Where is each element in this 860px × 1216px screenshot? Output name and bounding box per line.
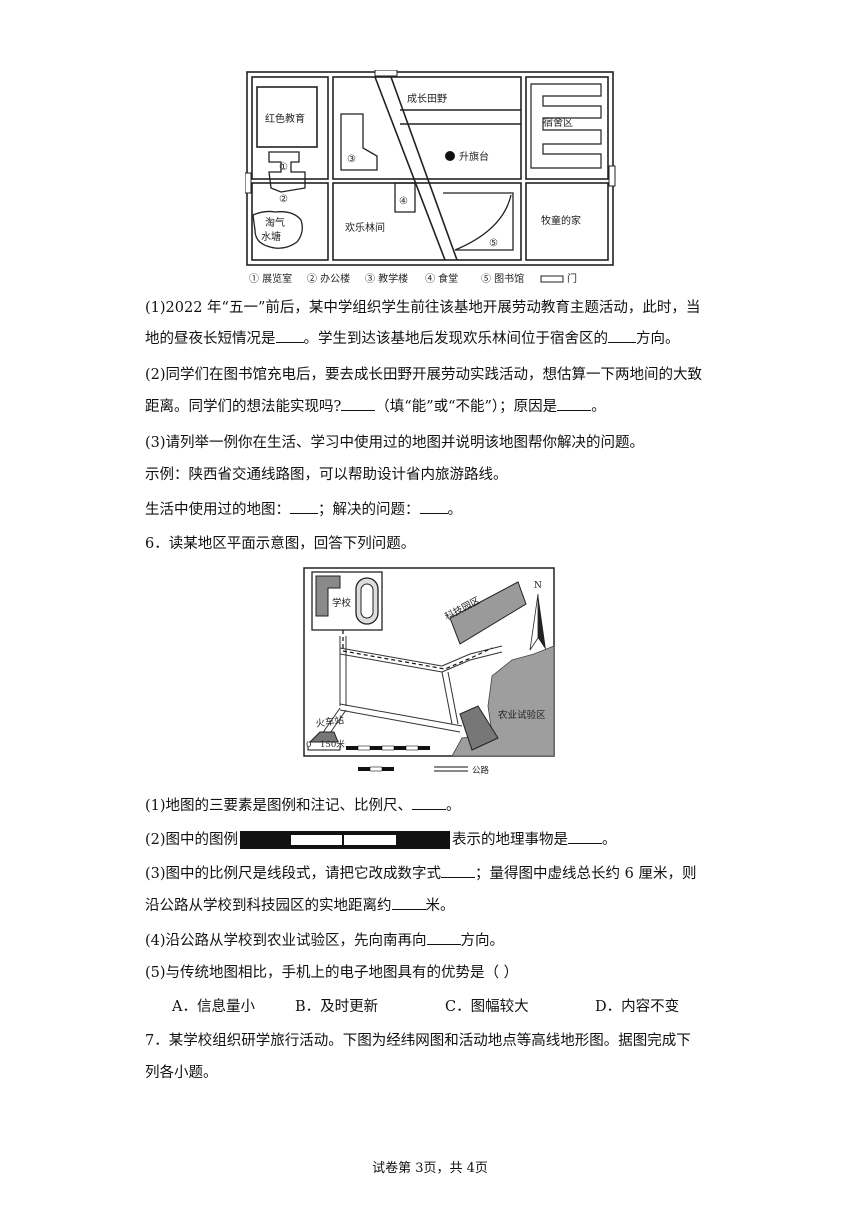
q6-title: 6．读某地区平面示意图，回答下列问题。 [145,536,416,552]
legend-teaching: ③ 教学楼 [365,272,408,285]
q6-p4-post: 方向。 [460,933,505,949]
q6-p2-post: 表示的地理事物是 [452,832,569,848]
q5-p1-post: 方向。 [636,331,680,347]
q5-life-pre: 生活中使用过的地图： [145,502,290,518]
legend-canteen: ④ 食堂 [425,272,458,285]
label-growth-field: 成长田野 [407,93,447,105]
q6-p2-end: 。 [602,832,617,848]
q5-life-map: 生活中使用过的地图： ；解决的问题： 。 [145,499,462,520]
q6-p1-pre: (1)地图的三要素是图例和注记、比例尺、 [145,798,413,814]
q6-p3b-post: 米。 [425,898,455,914]
option-c[interactable]: C．图幅较大 [445,999,529,1015]
q6-p4-pre: (4)沿公路从学校到农业试验区，先向南再向 [145,933,427,949]
q5-part2-line2: 距离。同学们的想法能实现吗? （填“能”或“不能”）；原因是 。 [145,396,606,417]
q6-part3-line1: (3)图中的比例尺是线段式，请把它改成数字式 ；量得图中虚线总长约 6 厘米，则 [145,863,697,884]
legend-library: ⑤ 图书馆 [481,272,524,285]
north-label: N [534,581,542,591]
legend-office: ② 办公楼 [307,272,350,285]
q5-p2-post: 。 [591,399,606,415]
q5-part3: (3)请列举一例你在生活、学习中使用过的地图并说明该地图帮你解决的问题。 [145,435,645,451]
marker-1: ① [279,162,288,173]
q5-p1-pre: 地的昼夜长短情况是 [145,331,276,347]
q6-part4: (4)沿公路从学校到农业试验区，先向南再向 方向。 [145,930,504,951]
label-station: 火车站 [315,714,345,730]
answer-blank[interactable] [341,396,376,411]
answer-blank[interactable] [426,930,461,945]
q6-p3b-pre: 沿公路从学校到科技园区的实地距离约 [145,898,392,914]
q5-part1-line2: 地的昼夜长短情况是 。学生到达该基地后发现欢乐林间位于宿舍区的 方向。 [145,328,680,349]
marker-3: ③ [347,154,356,165]
marker-5: ⑤ [489,238,498,249]
answer-blank[interactable] [568,829,603,844]
legend-road: 公路 [472,765,490,776]
base-layout-map: 红色教育 成长田野 宿舍区 升旗台 欢乐林间 牧童的家 淘气 水塘 ① ② ③ … [245,70,616,285]
q7-line2: 列各小题。 [145,1065,218,1081]
q6-p3-pre: (3)图中的比例尺是线段式，请把它改成数字式 [145,866,442,882]
option-b[interactable]: B．及时更新 [295,999,379,1015]
label-dormitory: 宿舍区 [543,116,573,129]
label-herdsman-home: 牧童的家 [541,214,581,227]
q6-p2-pre: (2)图中的图例 [145,832,239,848]
label-pond-2: 水塘 [261,230,281,243]
option-d[interactable]: D．内容不变 [595,999,680,1015]
marker-4: ④ [399,196,408,207]
label-red-education: 红色教育 [265,112,305,125]
legend-exhibition: ① 展览室 [249,272,292,285]
answer-blank[interactable] [441,863,476,878]
q6-part3-line2: 沿公路从学校到科技园区的实地距离约 米。 [145,895,455,916]
scale-length: 150米 [320,739,345,750]
q6-part1: (1)地图的三要素是图例和注记、比例尺、 。 [145,795,461,816]
q5-part1-line1: (1)2022 年“五一”前后，某中学组织学生前往该基地开展劳动教育主题活动，此… [145,300,701,316]
legend-gate: 门 [567,272,577,285]
option-a[interactable]: A．信息量小 [172,999,255,1015]
label-farm: 农业试验区 [498,709,546,721]
answer-blank[interactable] [290,499,318,514]
page-footer: 试卷第 3页，共 4页 [372,1161,488,1176]
label-pond-1: 淘气 [265,216,285,229]
q6-part5: (5)与传统地图相比，手机上的电子地图具有的优势是（ ） [145,965,519,981]
q5-p2-mid: （填“能”或“不能”）；原因是 [375,399,558,415]
q5-p2-pre: 距离。同学们的想法能实现吗? [145,399,342,415]
scale-zero: 0 [306,740,311,750]
q6-p1-post: 。 [446,798,461,814]
q5-life-mid: ；解决的问题： [318,502,420,518]
q7-line1: 7．某学校组织研学旅行活动。下图为经纬网图和活动地点等高线地形图。据图完成下 [145,1033,691,1049]
q5-part2-line1: (2)同学们在图书馆充电后，要去成长田野开展劳动实践活动，想估算一下两地间的大致 [145,367,703,383]
answer-blank[interactable] [557,396,592,411]
answer-blank[interactable] [391,895,426,910]
q5-p1-mid: 。学生到达该基地后发现欢乐林间位于宿舍区的 [303,331,609,347]
answer-blank[interactable] [275,328,304,343]
marker-2: ② [279,194,288,205]
q6-p3-post: ；量得图中虚线总长约 6 厘米，则 [475,866,697,882]
label-school: 学校 [332,597,352,609]
area-plan-map: 学校 科技园区 农业试验区 火车站 N 0 150米 公路 [303,567,555,776]
answer-blank[interactable] [608,328,636,343]
q5-life-post: 。 [447,502,463,518]
answer-blank[interactable] [419,499,448,514]
label-flag-platform: 升旗台 [459,150,489,163]
answer-blank[interactable] [412,795,447,810]
q6-part2: (2)图中的图例 表示的地理事物是 。 [145,829,617,850]
q5-example: 示例：陕西省交通线路图，可以帮助设计省内旅游路线。 [145,467,508,483]
railway-legend-bar [240,831,451,849]
label-happy-forest: 欢乐林间 [345,221,385,234]
